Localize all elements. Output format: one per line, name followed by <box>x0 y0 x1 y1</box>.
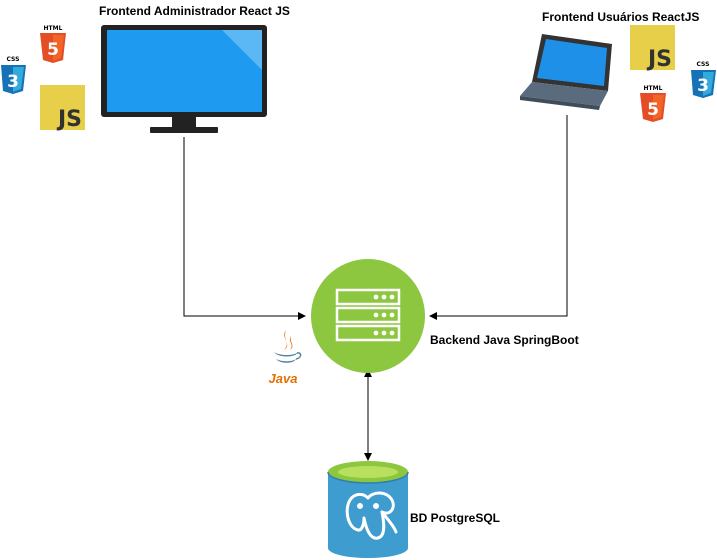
java-icon: Java <box>269 330 302 386</box>
java-label: Java <box>269 371 298 386</box>
css3-number: 3 <box>7 72 19 92</box>
javascript-icon: JS <box>630 25 675 72</box>
edge-users-to-backend <box>429 115 568 320</box>
javascript-label: JS <box>56 107 82 132</box>
css3-icon: CSS 3 <box>1 56 26 94</box>
html5-caption: HTML <box>644 85 663 92</box>
javascript-icon: JS <box>40 85 85 132</box>
database-cylinder-icon <box>327 461 409 558</box>
edge-admin-to-backend <box>183 137 306 320</box>
html5-number: 5 <box>47 40 59 60</box>
frontend-admin-label: Frontend Administrador React JS <box>99 4 290 18</box>
javascript-label: JS <box>646 47 672 72</box>
postgresql-elephant-icon <box>345 491 398 540</box>
css3-number: 3 <box>697 76 709 96</box>
laptop-icon <box>520 34 612 110</box>
frontend-users-label: Frontend Usuários ReactJS <box>542 10 700 24</box>
backend-label: Backend Java SpringBoot <box>430 333 579 347</box>
html5-number: 5 <box>647 100 659 120</box>
css3-caption: CSS <box>697 61 710 68</box>
html5-icon: HTML 5 <box>640 85 666 122</box>
css3-icon: CSS 3 <box>691 61 716 98</box>
html5-icon: HTML 5 <box>40 25 66 63</box>
html5-caption: HTML <box>44 25 63 32</box>
css3-caption: CSS <box>7 56 20 63</box>
database-label: BD PostgreSQL <box>410 511 501 525</box>
monitor-icon <box>101 25 267 133</box>
backend-server-icon <box>311 259 425 373</box>
